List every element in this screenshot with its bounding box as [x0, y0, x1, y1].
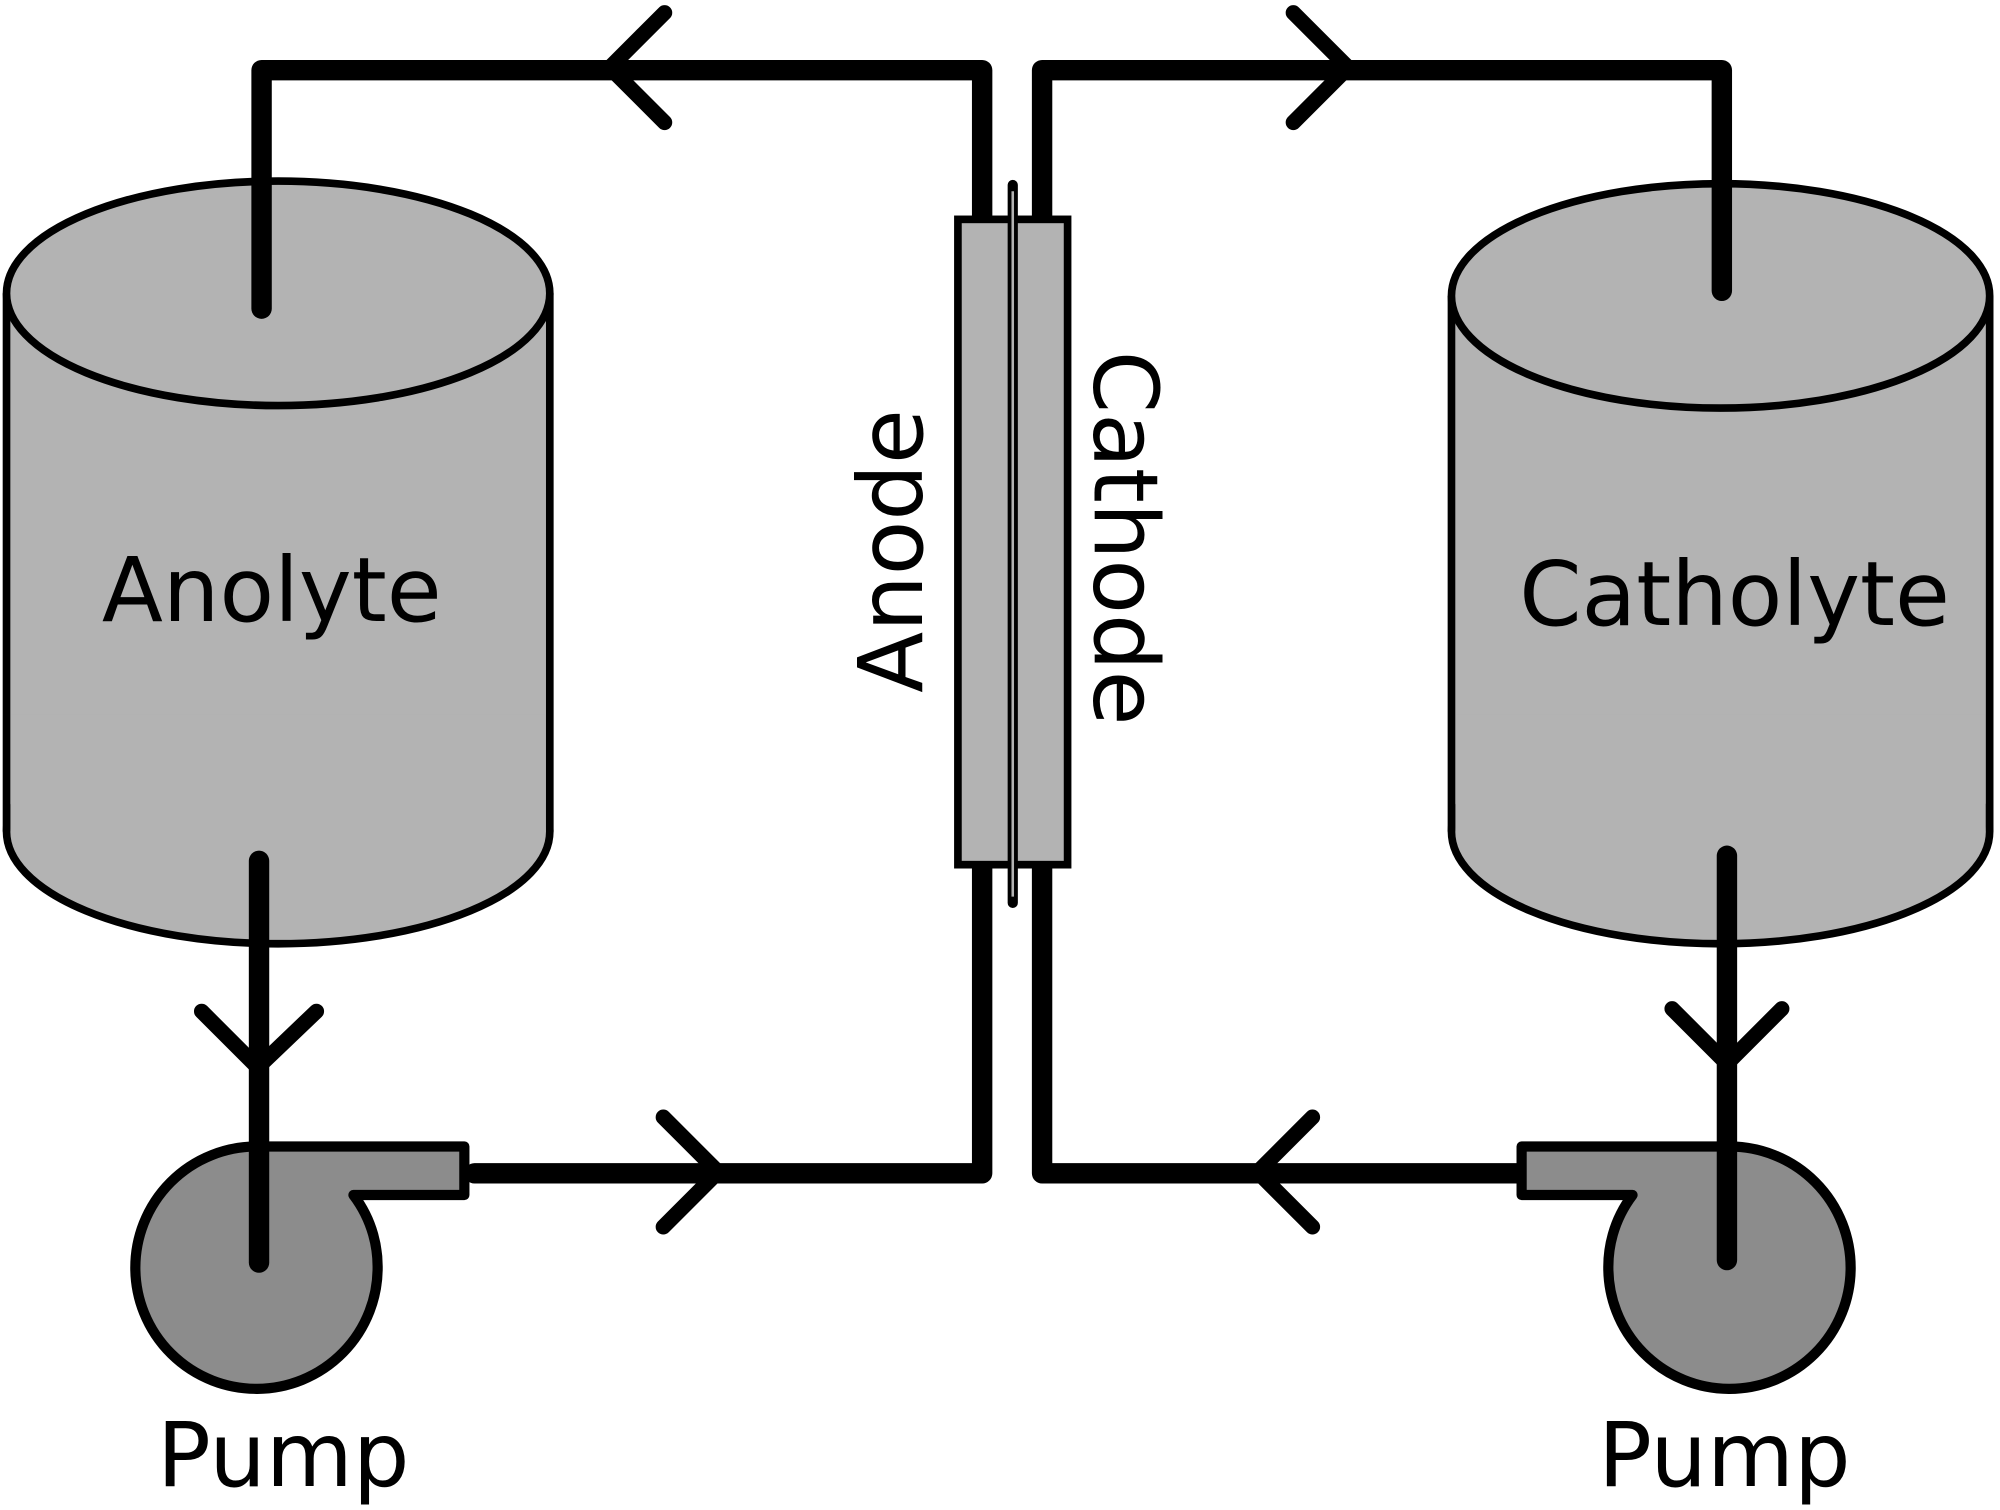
flow-arrow-right-icon	[1285, 5, 1359, 131]
catholyte-label: Catholyte	[1519, 543, 1950, 647]
flow-arrow-left-icon	[1246, 1109, 1321, 1235]
flow-arrow-down-icon	[193, 1003, 325, 1079]
anolyte-label: Anolyte	[102, 539, 442, 643]
anolyte-supply-pipe	[464, 854, 993, 1184]
anolyte-tank: Anolyte	[2, 177, 554, 948]
right-pump-label: Pump	[1598, 1404, 1850, 1508]
right-pump: Pump	[1516, 845, 1856, 1508]
electrochemical-cell	[954, 179, 1072, 909]
flow-arrow-down-icon	[1664, 1001, 1790, 1075]
flow-arrow-right-icon	[655, 1109, 729, 1235]
catholyte-tank: Catholyte	[1447, 179, 1994, 948]
catholyte-supply-pipe	[1031, 854, 1528, 1184]
catholyte-return-pipe	[1031, 59, 1733, 301]
left-pump: Pump	[130, 850, 470, 1508]
anode-label: Anode	[840, 409, 944, 693]
cathode-label: Cathode	[1072, 351, 1176, 726]
left-pump-label: Pump	[157, 1404, 409, 1508]
flow-arrow-left-icon	[598, 5, 673, 131]
